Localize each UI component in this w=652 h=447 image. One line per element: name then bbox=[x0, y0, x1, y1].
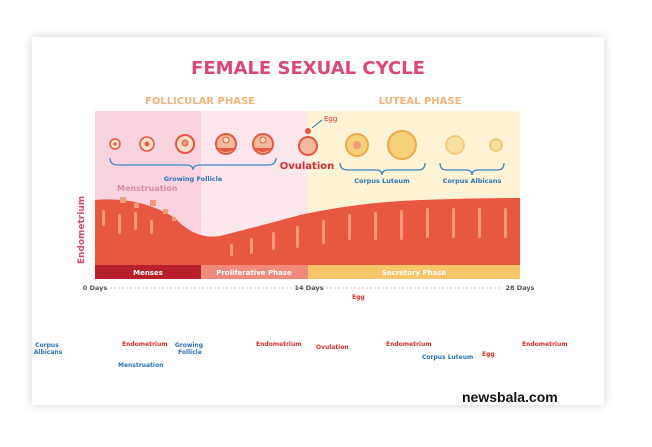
follicular-phase-label: FOLLICULAR PHASE bbox=[145, 96, 255, 107]
u1-corpus-albicans-label: Corpus Albicans bbox=[34, 342, 63, 356]
secretory-label: Secretory Phase bbox=[382, 269, 447, 277]
corpus-albicans-bracket bbox=[439, 162, 505, 176]
follicle-5-oocyte bbox=[259, 136, 267, 144]
texture-9 bbox=[322, 220, 325, 244]
menses-label: Menses bbox=[133, 269, 163, 277]
proliferative-bar bbox=[201, 265, 308, 279]
fragment-3 bbox=[150, 200, 156, 206]
u1-menstruation-label: Menstruation bbox=[118, 362, 163, 369]
fragment-1 bbox=[120, 197, 126, 203]
u1-left-line-2: Albicans bbox=[34, 349, 63, 356]
u2-growing-follicle-label: Growing Follicle bbox=[175, 342, 205, 356]
follicle-1-oocyte bbox=[113, 142, 117, 146]
corpus-luteum-1-core bbox=[353, 141, 361, 149]
proliferative-label: Proliferative Phase bbox=[216, 269, 292, 277]
u2-endometrium-label: Endometrium bbox=[256, 341, 302, 348]
texture-15 bbox=[478, 208, 481, 238]
fragment-2 bbox=[134, 203, 139, 208]
u4-corpus-luteum-label: Corpus Luteum bbox=[422, 354, 473, 361]
corpus-albicans-1 bbox=[445, 135, 465, 155]
follicle-4-antrum bbox=[217, 148, 235, 152]
u4-egg-label: Egg bbox=[482, 351, 495, 358]
texture-14 bbox=[452, 208, 455, 238]
texture-11 bbox=[374, 212, 377, 240]
texture-4 bbox=[150, 220, 153, 234]
u3-egg-label: Egg bbox=[352, 294, 365, 301]
corpus-luteum-2 bbox=[387, 130, 417, 160]
menses-bar bbox=[95, 265, 201, 279]
fragment-5 bbox=[172, 217, 176, 221]
corpus-albicans-2 bbox=[489, 138, 503, 152]
shedding-fragments bbox=[120, 197, 176, 221]
ovulating-follicle bbox=[298, 136, 318, 156]
follicle-row bbox=[109, 119, 503, 160]
secretory-bar bbox=[308, 265, 520, 279]
texture-7 bbox=[272, 232, 275, 250]
corpus-luteum-bracket bbox=[339, 162, 426, 176]
u1-left-line: Corpus bbox=[35, 342, 59, 349]
u2-left-line-2: Follicle bbox=[178, 349, 202, 356]
texture-2 bbox=[118, 214, 121, 234]
u3-endometrium-label: Endometrium bbox=[386, 341, 432, 348]
u1-endometrium-label: Endometrium bbox=[122, 341, 168, 348]
u4-endometrium-label: Endometrium bbox=[522, 341, 568, 348]
growing-follicle-label: Growing Follicle bbox=[164, 175, 223, 183]
released-egg bbox=[305, 128, 311, 134]
texture-16 bbox=[504, 208, 507, 238]
follicle-4-oocyte bbox=[222, 136, 230, 144]
follicle-3-oocyte bbox=[181, 139, 189, 147]
endometrium-tissue bbox=[95, 198, 520, 265]
u2-left-line: Growing bbox=[175, 342, 203, 349]
u3-ovulation-label: Ovulation bbox=[316, 344, 349, 351]
corpus-albicans-label: Corpus Albicans bbox=[443, 177, 502, 185]
texture-6 bbox=[250, 238, 253, 254]
menstruation-label: Menstruation bbox=[117, 184, 178, 193]
texture-8 bbox=[296, 226, 299, 248]
tissue-texture bbox=[102, 208, 507, 256]
egg-label: Egg bbox=[324, 115, 337, 123]
day-28-label: 28 Days bbox=[506, 284, 535, 292]
growing-follicle-bracket bbox=[109, 157, 277, 171]
fragment-4 bbox=[163, 209, 168, 214]
luteal-phase-label: LUTEAL PHASE bbox=[379, 96, 462, 107]
texture-3 bbox=[134, 212, 137, 230]
day-14-label: 14 Days bbox=[295, 284, 324, 292]
texture-1 bbox=[102, 210, 105, 226]
texture-12 bbox=[400, 210, 403, 240]
follicle-5-antrum bbox=[254, 148, 272, 152]
watermark: newsbala.com bbox=[462, 389, 558, 405]
texture-13 bbox=[426, 208, 429, 238]
corpus-luteum-label: Corpus Luteum bbox=[354, 177, 410, 185]
egg-pointer bbox=[311, 119, 323, 129]
texture-10 bbox=[348, 214, 351, 240]
day-0-label: 0 Days bbox=[83, 284, 108, 292]
endometrium-axis-label: Endometrium bbox=[77, 196, 87, 264]
title: FEMALE SEXUAL CYCLE bbox=[191, 58, 425, 79]
texture-5 bbox=[230, 244, 233, 256]
follicle-2-oocyte bbox=[144, 141, 150, 147]
ovulation-label: Ovulation bbox=[280, 161, 335, 172]
